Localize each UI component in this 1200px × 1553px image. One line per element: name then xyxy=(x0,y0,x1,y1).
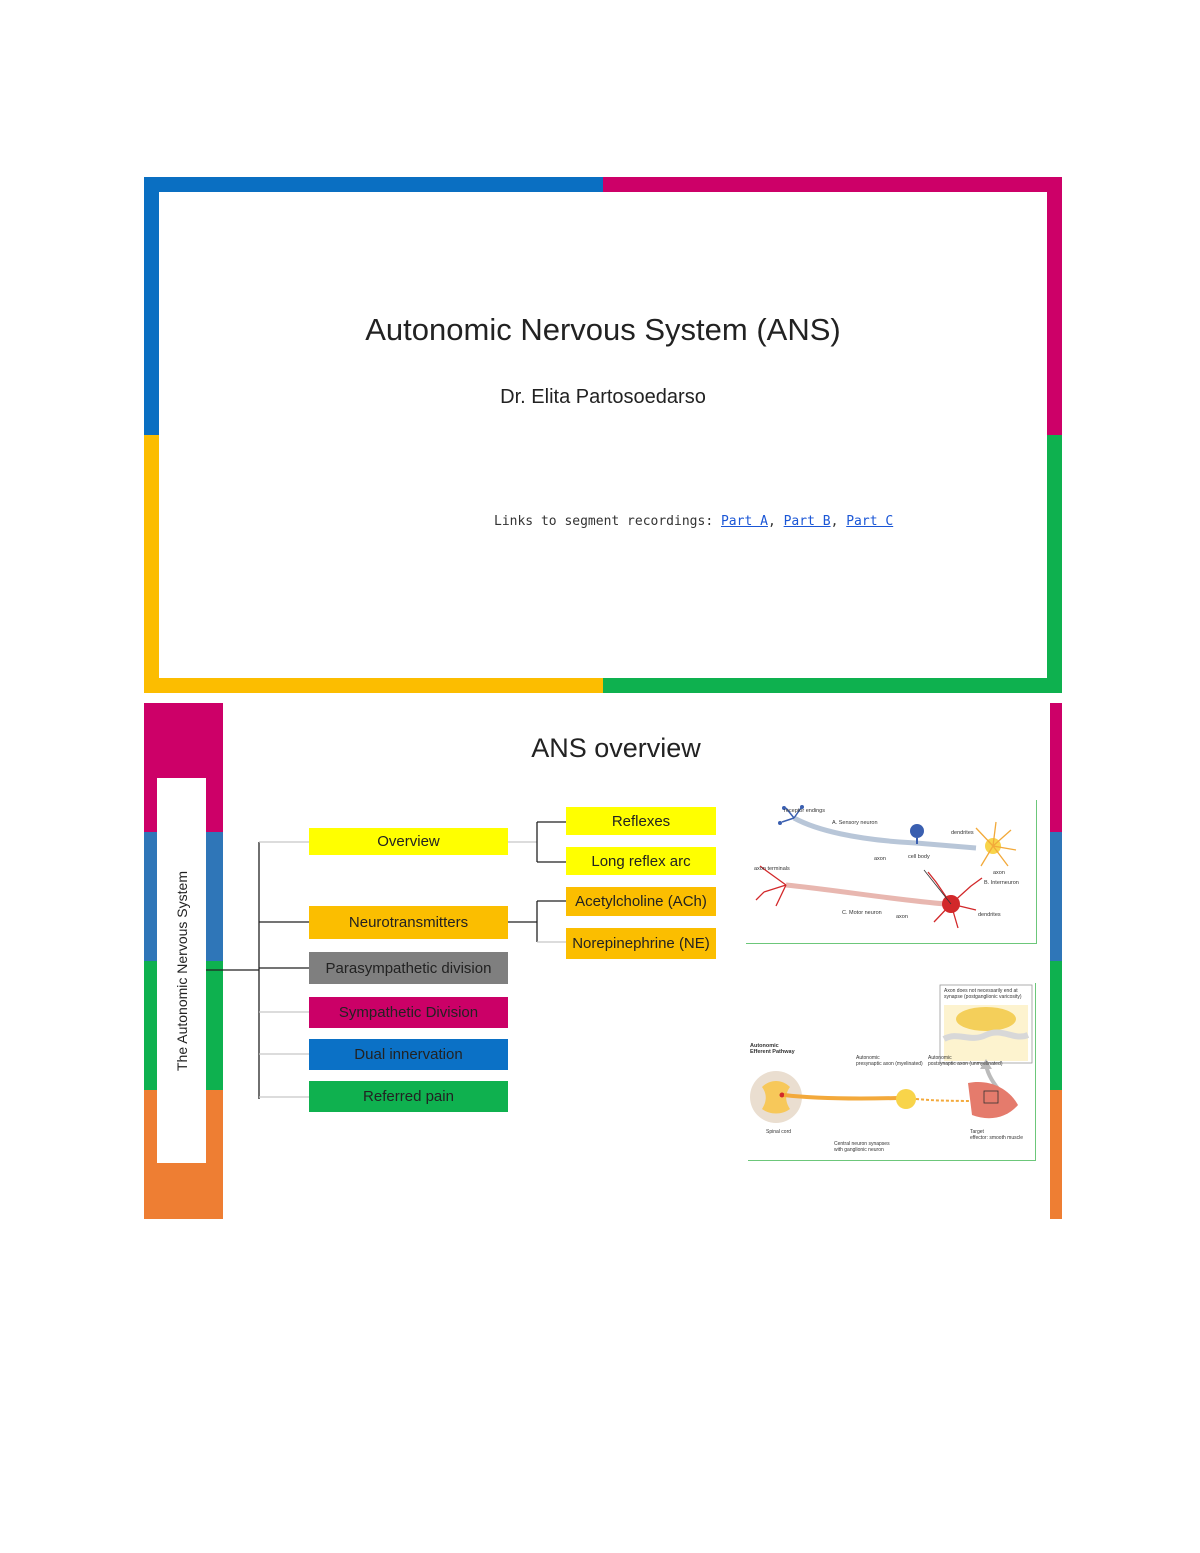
right-bar-blue xyxy=(1050,832,1062,961)
node-dual-innervation[interactable]: Dual innervation xyxy=(309,1039,508,1070)
right-bar-orange xyxy=(1050,1090,1062,1219)
link-part-a[interactable]: Part A xyxy=(720,514,768,529)
link-separator: , xyxy=(830,514,847,529)
frame-right-green xyxy=(1047,435,1062,693)
node-sympathetic[interactable]: Sympathetic Division xyxy=(309,997,508,1028)
label-sensory-neuron: A. Sensory neuron xyxy=(832,820,878,826)
label-axon-1: axon xyxy=(874,856,886,862)
interneuron-drawing xyxy=(975,821,1017,867)
title-slide: Autonomic Nervous System (ANS) Dr. Elita… xyxy=(144,177,1062,693)
frame-top-blue xyxy=(144,177,603,192)
label-cell-body: cell body xyxy=(908,854,930,860)
label-axon-terminals: axon terminals xyxy=(754,866,790,872)
motor-neuron-drawing xyxy=(755,865,983,929)
label-axon-3: axon xyxy=(896,914,908,920)
frame-left-yellow xyxy=(144,435,159,693)
node-parasympathetic[interactable]: Parasympathetic division xyxy=(309,952,508,984)
label-dendrites: dendrites xyxy=(951,830,974,836)
sensory-neuron-drawing xyxy=(778,805,977,851)
link-part-b[interactable]: Part B xyxy=(783,514,831,529)
link-separator: , xyxy=(767,514,784,529)
frame-left-blue xyxy=(144,177,159,435)
right-bar-magenta xyxy=(1050,703,1062,832)
node-reflexes[interactable]: Reflexes xyxy=(566,807,716,835)
links-prefix: Links to segment recordings: xyxy=(494,514,721,529)
label-axon-2: axon xyxy=(993,870,1005,876)
right-bar-green xyxy=(1050,961,1062,1090)
frame-top-magenta xyxy=(603,177,1062,192)
label-dendrites-2: dendrites xyxy=(978,912,1001,918)
label-spinal-cord: Spinal cord xyxy=(766,1129,791,1135)
frame-bottom-green xyxy=(603,678,1062,693)
node-long-reflex-arc[interactable]: Long reflex arc xyxy=(566,847,716,875)
node-neurotransmitters[interactable]: Neurotransmitters xyxy=(309,906,508,939)
root-label-box: The Autonomic Nervous System xyxy=(157,778,206,1163)
neuron-types-figure: receptor endings A. Sensory neuron axon … xyxy=(746,800,1037,944)
slide-title: ANS overview xyxy=(531,733,701,763)
presentation-title: Autonomic Nervous System (ANS) xyxy=(365,312,841,347)
link-part-c[interactable]: Part C xyxy=(846,514,894,529)
node-acetylcholine[interactable]: Acetylcholine (ACh) xyxy=(566,887,716,916)
node-norepinephrine[interactable]: Norepinephrine (NE) xyxy=(566,928,716,959)
node-overview[interactable]: Overview xyxy=(309,828,508,855)
label-motor-neuron: C. Motor neuron xyxy=(842,910,882,916)
frame-right-magenta xyxy=(1047,177,1062,435)
overview-slide: The Autonomic Nervous System ANS overvie… xyxy=(144,703,1062,1219)
frame-bottom-yellow xyxy=(144,678,603,693)
recording-links: Links to segment recordings: Part A, Par… xyxy=(494,514,893,529)
hierarchy-connectors xyxy=(206,821,566,1099)
author-name: Dr. Elita Partosoedarso xyxy=(500,386,706,408)
label-interneuron: B. Interneuron xyxy=(984,880,1019,886)
node-referred-pain[interactable]: Referred pain xyxy=(309,1081,508,1112)
label-receptor-endings: receptor endings xyxy=(784,808,825,814)
